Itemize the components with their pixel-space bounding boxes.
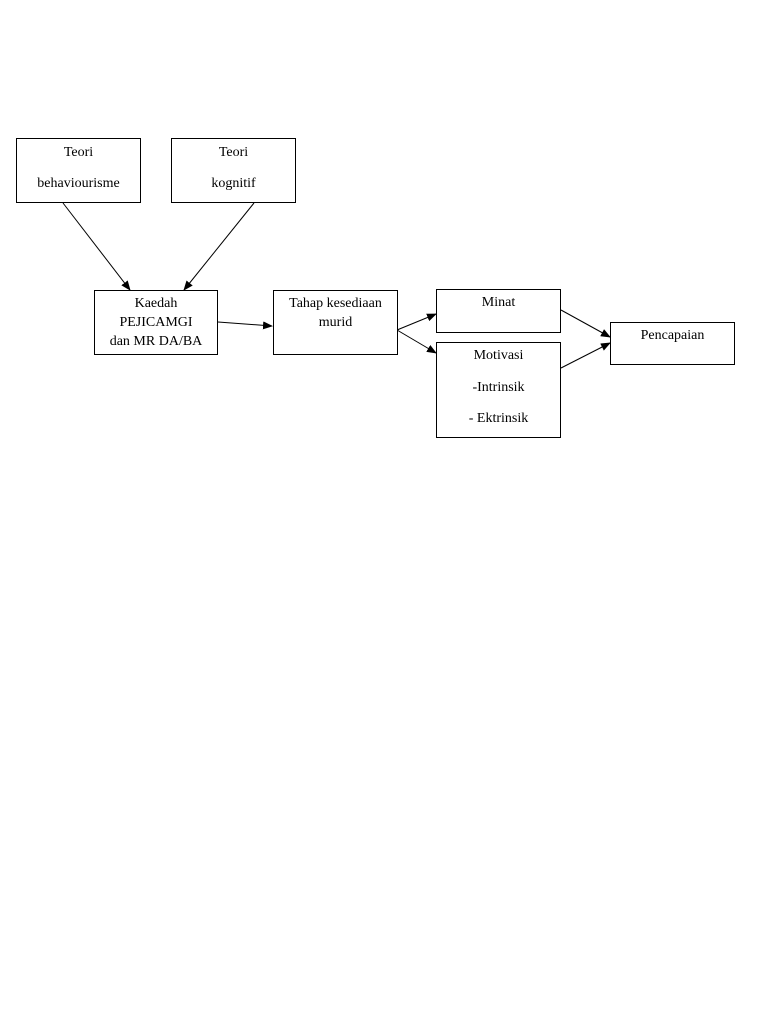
node-label-line: dan MR DA/BA: [109, 334, 203, 349]
node-tahap-kesediaan: Tahap kesediaan murid: [273, 290, 398, 355]
node-label-line: Minat: [481, 295, 516, 310]
node-kaedah: Kaedah PEJICAMGI dan MR DA/BA: [94, 290, 218, 355]
arrow-motivasi-to-pencapaian: [560, 342, 611, 369]
arrow-behaviourisme-to-kaedah: [62, 202, 131, 291]
arrow-minat-to-pencapaian: [560, 309, 611, 338]
node-label-line: -Intrinsik: [472, 380, 525, 395]
node-label-line: Motivasi: [473, 348, 524, 363]
arrow-tahap-to-minat: [396, 313, 437, 331]
node-teori-behaviourisme: Teori behaviourisme: [16, 138, 141, 203]
node-motivasi: Motivasi -Intrinsik - Ektrinsik: [436, 342, 561, 438]
arrow-tahap-to-motivasi: [396, 329, 437, 354]
arrow-kaedah-to-tahap: [217, 321, 273, 330]
node-teori-kognitif: Teori kognitif: [171, 138, 296, 203]
node-minat: Minat: [436, 289, 561, 333]
node-label-line: behaviourisme: [37, 176, 120, 191]
arrow-kognitif-to-kaedah: [183, 202, 255, 291]
node-label-line: Pencapaian: [640, 328, 705, 343]
node-label-line: - Ektrinsik: [468, 411, 529, 426]
node-label-line: Kaedah: [134, 296, 178, 311]
node-pencapaian: Pencapaian: [610, 322, 735, 365]
node-label-line: Tahap kesediaan: [289, 296, 382, 311]
node-label-line: Teori: [218, 145, 249, 160]
node-label-line: PEJICAMGI: [119, 315, 193, 330]
node-label-line: kognitif: [211, 176, 256, 191]
node-label-line: murid: [318, 315, 353, 330]
node-label-line: Teori: [63, 145, 94, 160]
